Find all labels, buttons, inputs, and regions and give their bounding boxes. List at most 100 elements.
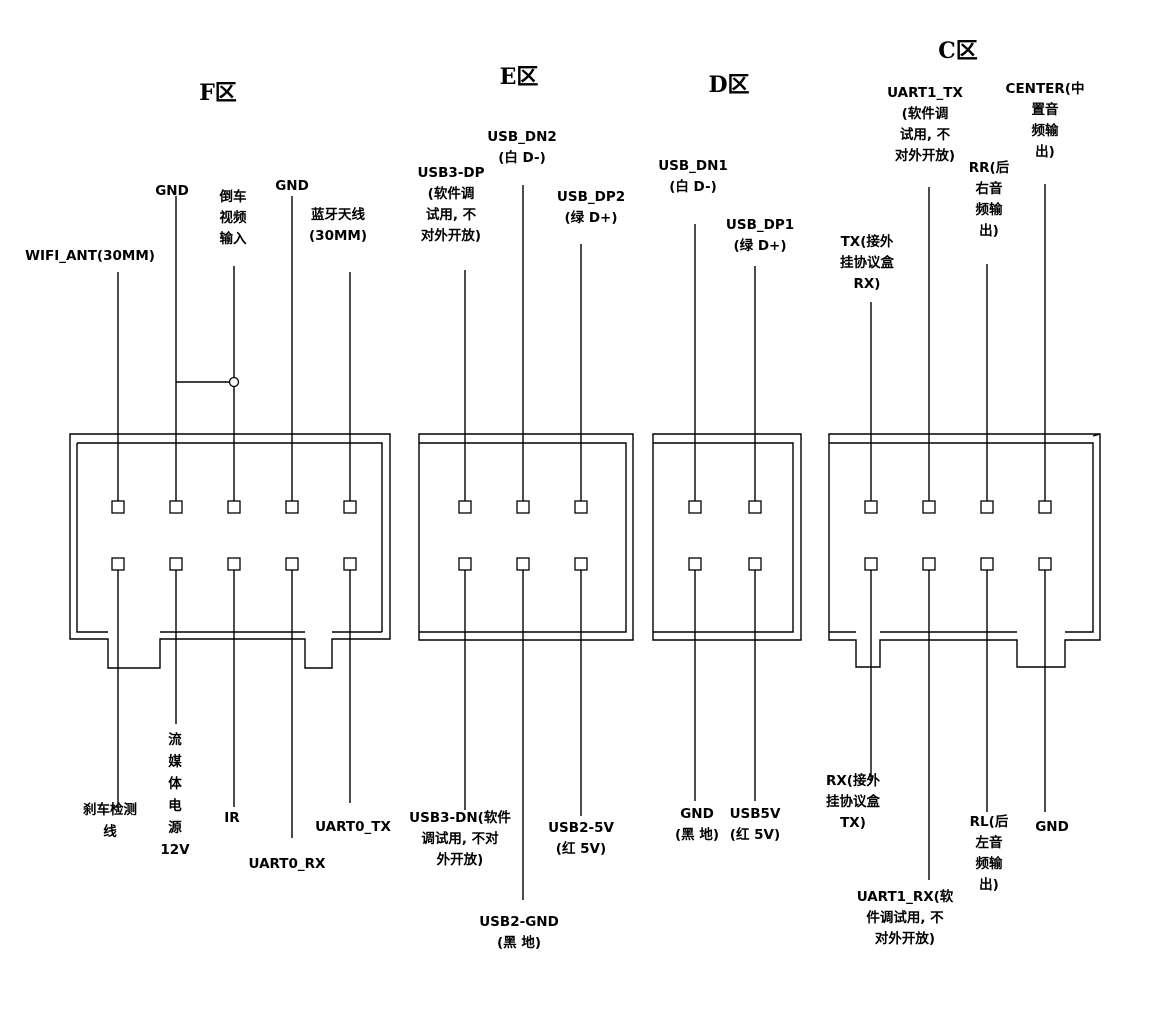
pin-label-line: (白 D-) bbox=[669, 178, 717, 195]
pin-square-f-top-wifi bbox=[111, 500, 125, 514]
pin-label-line: 试用, 不 bbox=[426, 206, 477, 223]
pin-label-line: GND bbox=[275, 178, 309, 194]
pin-square-e-bot-usb3-dn bbox=[458, 557, 472, 571]
pin-label-e-bot-usb3-dn: USB3-DN(软件调试用, 不对外开放) bbox=[409, 809, 511, 868]
pin-label-line: (红 5V) bbox=[730, 826, 780, 843]
pin-label-line: RR(后 bbox=[969, 159, 1010, 176]
pin-label-line: UART0_TX bbox=[315, 819, 391, 835]
gnd-junction bbox=[176, 376, 240, 388]
pin-label-line: WIFI_ANT(30MM) bbox=[25, 248, 155, 264]
pin-label-c-bot-rl: RL(后左音频输出) bbox=[970, 813, 1009, 893]
pin-label-line: UART1_RX(软 bbox=[857, 888, 954, 905]
pin-label-line: (黑 地) bbox=[675, 826, 719, 843]
pin-label-line: 频输 bbox=[976, 855, 1004, 872]
pin-label-line: (红 5V) bbox=[556, 840, 606, 857]
pin-label-d-top-usb-dn1: USB_DN1 (白 D-) bbox=[658, 158, 728, 195]
zone-f-title: F区 bbox=[199, 80, 237, 106]
pin-square-c-top-uart1-tx bbox=[922, 500, 936, 514]
pin-label-line: (30MM) bbox=[309, 228, 367, 244]
pin-square-d-top-usb-dn1 bbox=[688, 500, 702, 514]
pin-square-e-top-usb3-dp bbox=[458, 500, 472, 514]
pin-label-line: UART0_RX bbox=[249, 856, 327, 872]
pin-square-e-bot-usb2-gnd bbox=[516, 557, 530, 571]
pin-square-d-top-usb-dp1 bbox=[748, 500, 762, 514]
pin-square-e-bot-usb2-5v bbox=[574, 557, 588, 571]
pin-label-line: GND bbox=[680, 806, 714, 822]
pin-square-f-bot-stream-power bbox=[169, 557, 183, 571]
pin-label-line: (软件调 bbox=[902, 105, 949, 122]
pin-square-f-top-gnd1 bbox=[169, 500, 183, 514]
pin-label-line: IR bbox=[224, 810, 240, 826]
pin-square-c-bot-rx bbox=[864, 557, 878, 571]
pin-square-c-top-center bbox=[1038, 500, 1052, 514]
zone-d-title: D区 bbox=[708, 72, 749, 98]
pin-label-e-top-usb-dn2: USB_DN2(白 D-) bbox=[487, 129, 557, 166]
pin-label-line: USB_DN2 bbox=[487, 129, 557, 145]
pin-label-line: 刹车检测 bbox=[83, 801, 137, 818]
pin-label-line: 件调试用, 不 bbox=[866, 909, 944, 926]
pin-label-line: USB_DN1 bbox=[658, 158, 728, 174]
pin-label-line: 出) bbox=[979, 876, 999, 893]
pin-label-line: UART1_TX bbox=[887, 85, 963, 101]
connector-e bbox=[418, 433, 634, 641]
pin-label-line: GND bbox=[1035, 819, 1069, 835]
pin-label-line: 对外开放) bbox=[875, 930, 935, 947]
pin-label-line: RL(后 bbox=[970, 813, 1009, 830]
pin-label-line: 调试用, 不对 bbox=[421, 830, 499, 847]
pin-label-line: USB5V bbox=[730, 806, 781, 822]
pin-label-f-bot-brake: 刹车检测线 bbox=[83, 801, 137, 840]
pin-label-line: 输入 bbox=[220, 230, 247, 247]
pin-square-f-bot-ir bbox=[227, 557, 241, 571]
pin-label-line: 电 bbox=[168, 797, 182, 814]
pin-label-e-top-usb3-dp: USB3-DP(软件调试用, 不对外开放) bbox=[417, 165, 484, 244]
pin-label-line: USB3-DN(软件 bbox=[409, 809, 511, 826]
pin-label-line: 流 bbox=[168, 731, 182, 748]
pin-label-c-top-rr: RR(后右音频输出) bbox=[969, 159, 1010, 239]
pin-label-line: USB3-DP bbox=[417, 165, 484, 181]
pin-label-line: 视频 bbox=[220, 209, 247, 226]
pin-label-e-bot-usb2-5v: USB2-5V(红 5V) bbox=[548, 820, 614, 857]
connector-d bbox=[652, 433, 802, 641]
pin-label-line: 线 bbox=[103, 823, 117, 840]
pin-square-c-top-tx bbox=[864, 500, 878, 514]
pin-square-c-top-rr bbox=[980, 500, 994, 514]
pin-label-f-bot-uart0-rx: UART0_RX bbox=[249, 856, 327, 872]
pin-square-f-top-gnd2 bbox=[285, 500, 299, 514]
pin-square-c-bot-uart1-rx bbox=[922, 557, 936, 571]
pin-label-c-bot-uart1-rx: UART1_RX(软件调试用, 不对外开放) bbox=[857, 888, 954, 947]
pin-label-line: TX(接外 bbox=[841, 233, 894, 250]
pin-label-c-top-center: CENTER(中置音频输出) bbox=[1006, 80, 1085, 160]
pin-label-line: 对外开放) bbox=[895, 147, 955, 164]
pin-label-line: TX) bbox=[840, 815, 866, 831]
pin-label-line: USB_DP2 bbox=[557, 189, 625, 205]
pin-label-d-bot-gnd: GND (黑 地) bbox=[675, 806, 719, 843]
pin-label-f-top-bt-ant: 蓝牙天线(30MM) bbox=[309, 206, 367, 244]
pin-square-f-bot-uart0-tx bbox=[343, 557, 357, 571]
pin-label-e-bot-usb2-gnd: USB2-GND(黑 地) bbox=[479, 914, 559, 951]
pin-square-f-top-reverse-video bbox=[227, 500, 241, 514]
pin-label-line: 右音 bbox=[976, 180, 1004, 197]
pin-label-c-bot-gnd: GND bbox=[1035, 819, 1069, 835]
pin-square-e-top-usb-dn2 bbox=[516, 500, 530, 514]
pin-label-line: 源 bbox=[168, 819, 182, 836]
connector-c bbox=[828, 433, 1101, 668]
pin-label-line: 对外开放) bbox=[421, 227, 481, 244]
pin-label-f-top-gnd2: GND bbox=[275, 178, 309, 194]
pin-label-line: (绿 D+) bbox=[564, 209, 617, 226]
pin-label-c-top-uart1-tx: UART1_TX(软件调试用, 不对外开放) bbox=[887, 85, 963, 164]
pin-label-line: (绿 D+) bbox=[733, 237, 786, 254]
pin-label-f-bot-ir: IR bbox=[224, 810, 240, 826]
pin-square-f-bot-uart0-rx bbox=[285, 557, 299, 571]
pin-label-f-bot-uart0-tx: UART0_TX bbox=[315, 819, 391, 835]
pin-label-line: RX(接外 bbox=[826, 772, 880, 789]
pin-square-c-bot-gnd bbox=[1038, 557, 1052, 571]
pin-label-d-bot-usb5v: USB5V (红 5V) bbox=[730, 806, 781, 843]
pin-label-line: 12V bbox=[160, 842, 190, 858]
pin-label-line: 频输 bbox=[976, 201, 1004, 218]
pin-label-line: USB2-GND bbox=[479, 914, 559, 930]
pin-label-f-top-reverse-video: 倒车视频输入 bbox=[219, 188, 247, 247]
